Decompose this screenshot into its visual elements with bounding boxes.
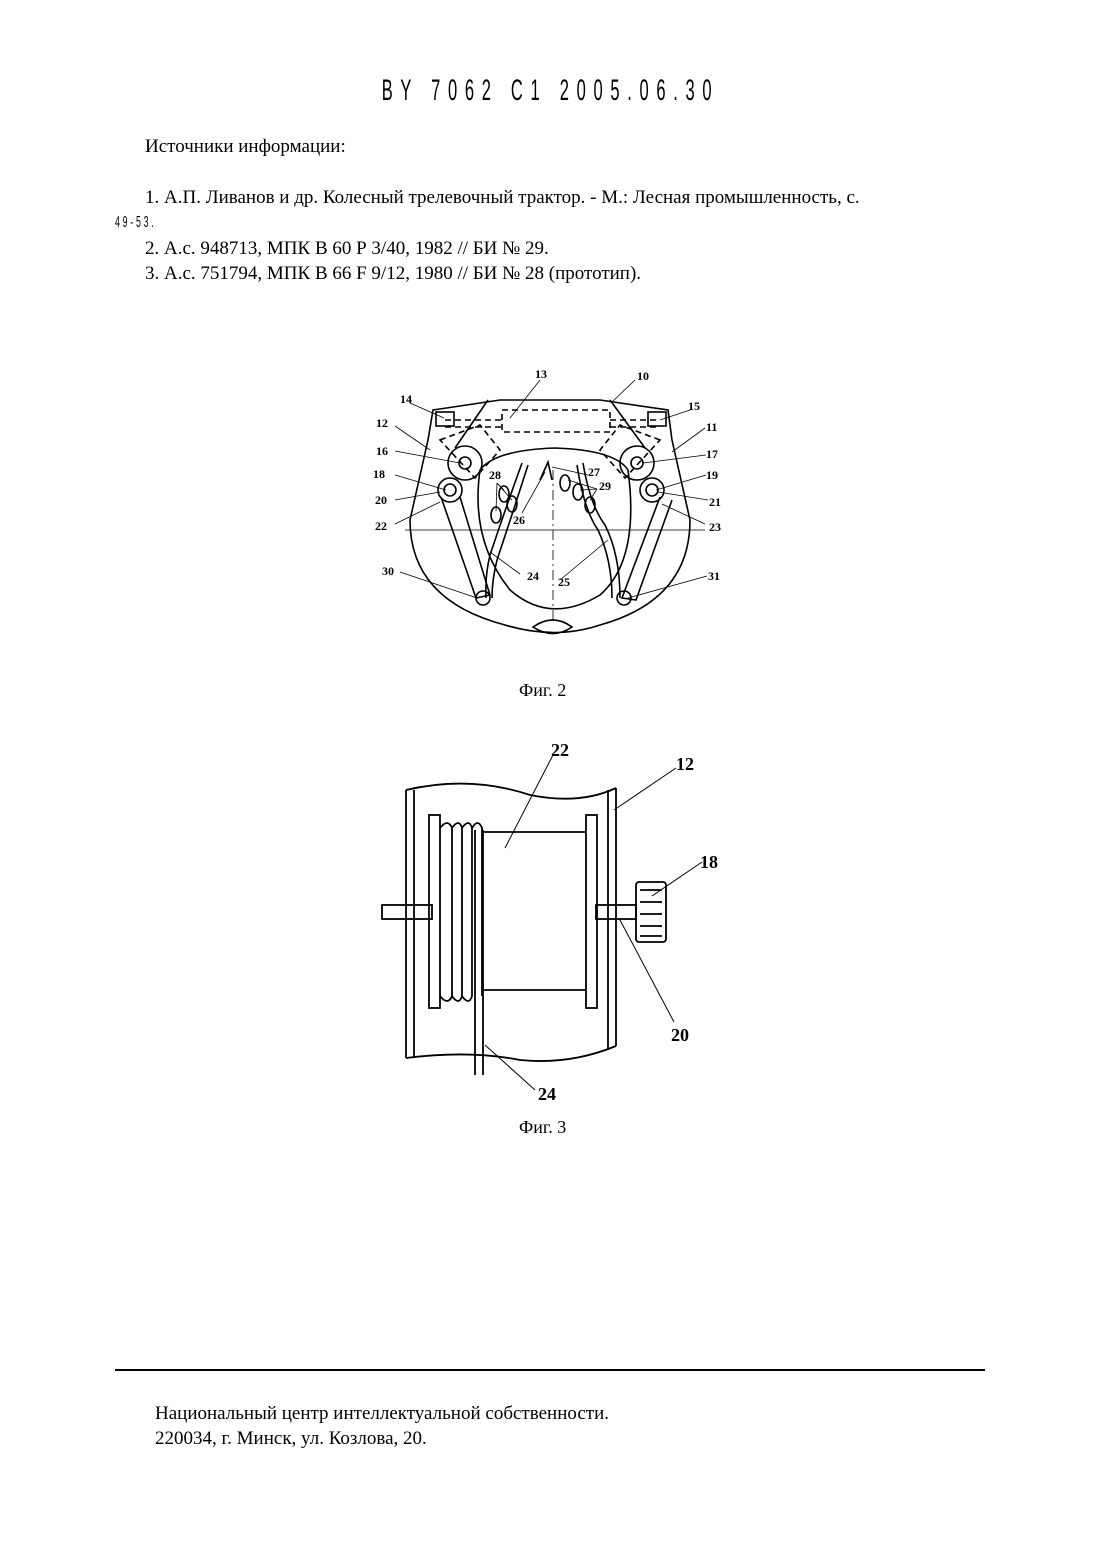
- fig2-label-16: 16: [376, 444, 388, 458]
- footer-rule: [115, 1369, 985, 1371]
- fig2-label-27: 27: [588, 465, 600, 479]
- fig2-label-22: 22: [375, 519, 387, 533]
- source-item-1-cont: 49-53.: [115, 211, 190, 233]
- figure-3-drawing: 22 12 18 20 24: [370, 735, 740, 1110]
- fig2-label-11: 11: [706, 420, 717, 434]
- fig2-label-19: 19: [706, 468, 718, 482]
- fig3-caption: Фиг. 3: [519, 1117, 566, 1138]
- fig2-label-28: 28: [489, 468, 501, 482]
- fig2-label-25: 25: [558, 575, 570, 589]
- fig2-label-29: 29: [599, 479, 611, 493]
- fig2-label-12: 12: [376, 416, 388, 430]
- fig2-label-14: 14: [400, 392, 412, 406]
- fig2-label-10: 10: [637, 369, 649, 383]
- fig2-label-26: 26: [513, 513, 525, 527]
- footer-address: 220034, г. Минск, ул. Козлова, 20.: [155, 1428, 427, 1450]
- source-item-1: 1. А.П. Ливанов и др. Колесный трелевочн…: [145, 187, 860, 209]
- fig2-label-20: 20: [375, 493, 387, 507]
- fig3-label-18: 18: [700, 852, 718, 872]
- fig2-caption: Фиг. 2: [519, 680, 566, 701]
- fig2-label-17: 17: [706, 447, 718, 461]
- fig3-label-20: 20: [671, 1025, 689, 1045]
- fig3-label-24: 24: [538, 1084, 556, 1104]
- fig2-label-21: 21: [709, 495, 721, 509]
- fig2-label-13: 13: [535, 367, 547, 381]
- figure-2-drawing: 13 10 14 15 12 11 16 17 18 19 20 21 22 2…: [360, 360, 740, 645]
- footer-org: Национальный центр интеллектуальной собс…: [155, 1403, 609, 1425]
- fig2-label-31: 31: [708, 569, 720, 583]
- source-item-2: 2. А.с. 948713, МПК В 60 Р 3/40, 1982 //…: [145, 238, 549, 260]
- fig2-label-30: 30: [382, 564, 394, 578]
- sources-heading: Источники информации:: [145, 136, 346, 158]
- patent-header: BY 7062 C1 2005.06.30: [248, 74, 854, 108]
- fig2-label-15: 15: [688, 399, 700, 413]
- source-item-3: 3. А.с. 751794, МПК В 66 F 9/12, 1980 //…: [145, 263, 641, 285]
- fig2-label-18: 18: [373, 467, 385, 481]
- fig2-label-23: 23: [709, 520, 721, 534]
- fig2-label-24: 24: [527, 569, 539, 583]
- fig3-label-12: 12: [676, 754, 694, 774]
- fig3-label-22: 22: [551, 740, 569, 760]
